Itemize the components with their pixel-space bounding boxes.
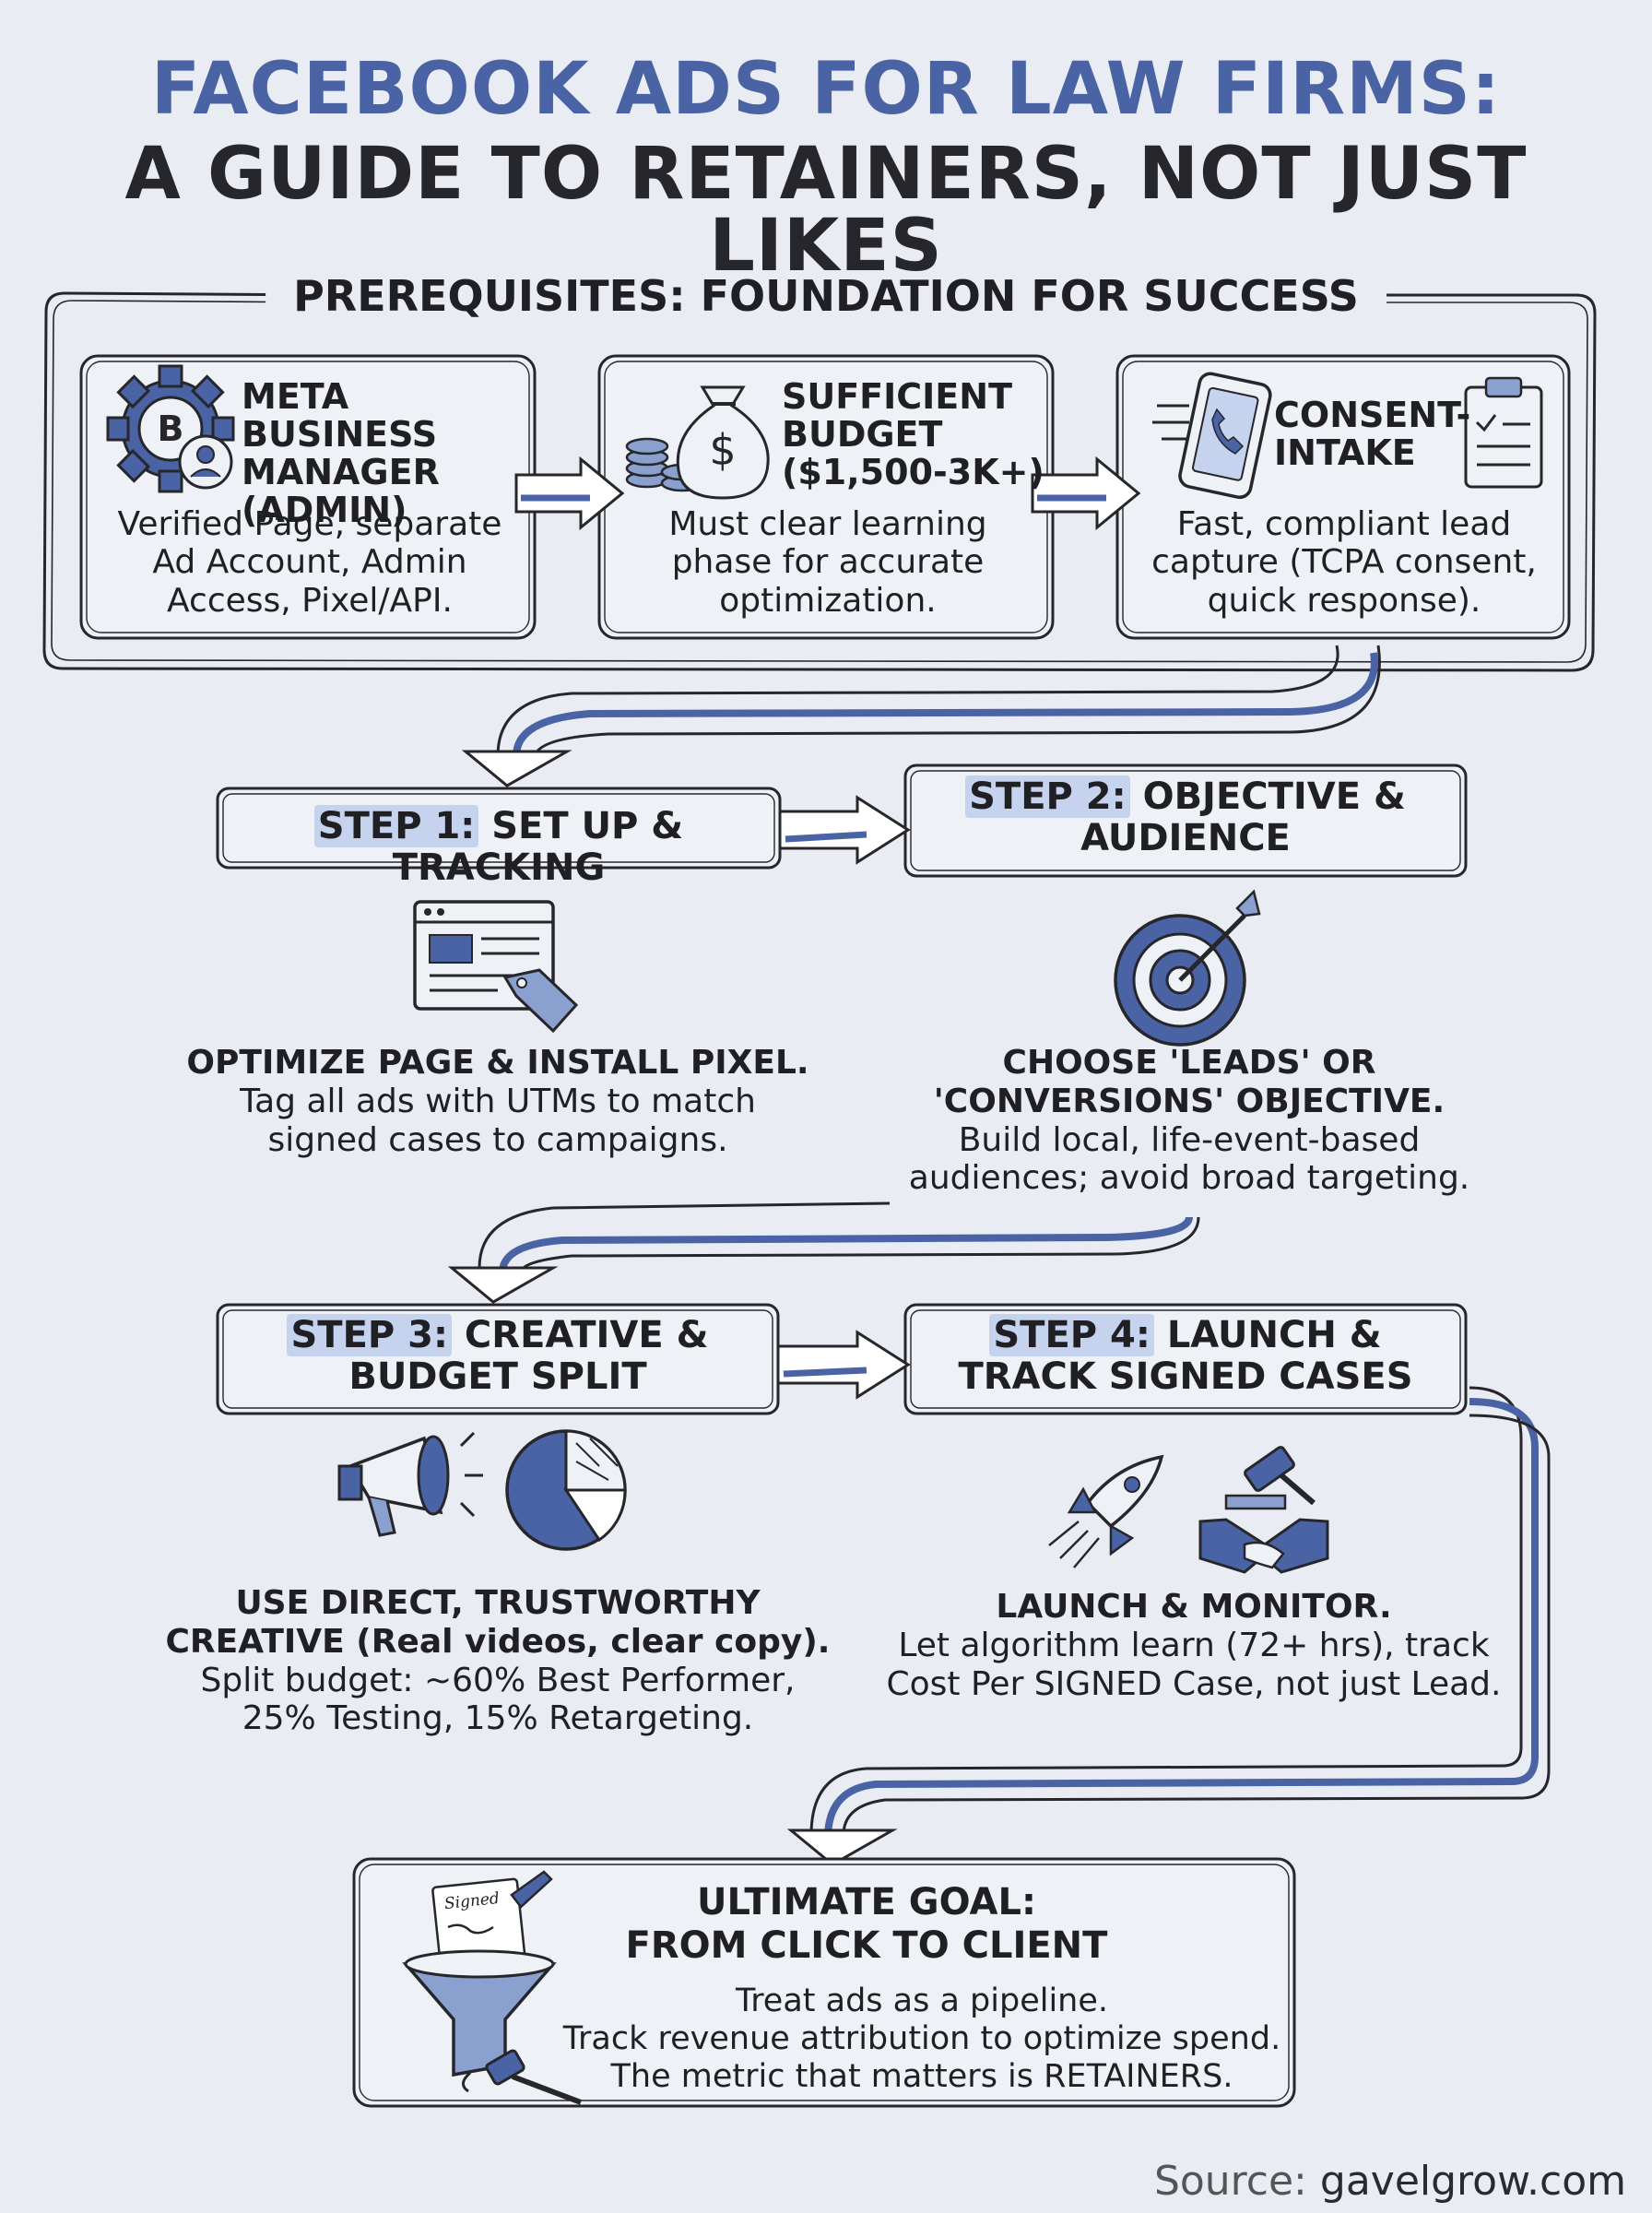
prereq-card-3-body-line: quick response). [1207,581,1481,620]
connector-prereq-to-step1 [461,645,1381,787]
step-4-desc-line: Let algorithm learn (72+ hrs), track [898,1626,1490,1664]
prereq-card-2-title-line: SUFFICIENT [782,376,1012,417]
prereq-card-3-title: CONSENT- INTAKE [1274,395,1471,474]
step-3-title-line2: BUDGET SPLIT [348,1355,647,1398]
arrow-prereq-1-2 [514,456,625,531]
step-3-caption-line: USE DIRECT, TRUSTWORTHY [235,1584,761,1622]
svg-text:B: B [158,408,184,449]
step-4-caption: LAUNCH & MONITOR. [996,1588,1392,1626]
step-3-caption-line: CREATIVE (Real videos, clear copy). [165,1622,831,1661]
phone-clipboard-icon [1152,372,1543,500]
step-1-desc-line: Tag all ads with UTMs to match [240,1082,756,1120]
step-1-description: OPTIMIZE PAGE & INSTALL PIXEL. Tag all a… [166,1044,830,1159]
prereq-card-2-body-line: phase for accurate [671,543,985,582]
rocket-gavel-icon [1048,1446,1329,1574]
step-1-label: STEP 1: [313,805,479,847]
money-bag-icon: $ [625,385,770,500]
step-2-desc-line: audiences; avoid broad targeting. [908,1159,1470,1198]
prereq-card-1-title-line: MANAGER [242,452,440,493]
page-title-line2: A GUIDE TO RETAINERS, NOT JUST LIKES [124,133,1528,288]
prereq-card-1-title: META BUSINESS MANAGER (ADMIN) [242,376,518,531]
step-3-desc-line: 25% Testing, 15% Retargeting. [242,1699,754,1738]
prerequisites-frame [42,291,1597,672]
prereq-card-1-body-line: Access, Pixel/API. [167,581,453,620]
prereq-card-3-title-line: CONSENT- [1274,395,1471,435]
prereq-card-1-title-line: META BUSINESS [242,376,438,456]
prereq-card-3-body: Fast, compliant lead capture (TCPA conse… [1125,505,1564,620]
source-credit: Source: gavelgrow.com [1154,2158,1626,2205]
step-2-title: STEP 2: OBJECTIVE & AUDIENCE [909,775,1462,859]
source-label: Source: [1153,2158,1307,2205]
prereq-card-2-body-line: optimization. [719,581,937,620]
step-1-title: STEP 1: SET UP & TRACKING [221,805,776,889]
arrow-step-1-2 [778,795,911,865]
goal-body-line: Treat ads as a pipeline. [735,1982,1109,2019]
step-3-title-text: CREATIVE & [464,1314,709,1356]
goal-box [352,1857,1296,2108]
goal-title-line: FROM CLICK TO CLIENT [625,1924,1108,1968]
step-2-label: STEP 2: [965,775,1130,818]
step-2-caption-line: CHOOSE 'LEADS' OR [1002,1044,1376,1082]
prereq-card-1-body-line: Verified Page, separate [117,505,502,543]
svg-text:$: $ [709,425,736,475]
prereq-card-3-body-line: Fast, compliant lead [1176,505,1512,543]
step-2-desc-line: Build local, life-event-based [958,1120,1421,1159]
prereq-card-2-body-line: Must clear learning [668,505,987,543]
step-1-title-text: SET UP & TRACKING [392,805,684,889]
prereq-card-2-title-line: BUDGET [782,414,943,456]
prereq-card-3-body-line: capture (TCPA consent, [1151,543,1537,582]
megaphone-pie-icon [337,1429,627,1551]
step-3-title: STEP 3: CREATIVE & BUDGET SPLIT [221,1314,774,1398]
step-3-desc-line: Split budget: ~60% Best Performer, [200,1661,796,1699]
step-4-label: STEP 4: [989,1314,1154,1356]
connector-step4-to-goal [786,1386,1551,1866]
step-4-title-line2: TRACK SIGNED CASES [958,1355,1413,1398]
webpage-tag-icon [413,900,579,1034]
goal-body-line: Track revenue attribution to optimize sp… [562,2019,1281,2057]
step-2-description: CHOOSE 'LEADS' OR 'CONVERSIONS' OBJECTIV… [857,1044,1521,1198]
arrow-prereq-2-3 [1031,456,1141,531]
gear-user-icon: B [106,364,235,493]
prereq-card-2-body: Must clear learning phase for accurate o… [608,505,1047,620]
step-2-title-line2: AUDIENCE [1080,816,1291,859]
step-4-description: LAUNCH & MONITOR. Let algorithm learn (7… [848,1588,1540,1703]
prereq-card-1-body: Verified Page, separate Ad Account, Admi… [90,505,529,620]
step-4-title: STEP 4: LAUNCH & TRACK SIGNED CASES [909,1314,1462,1398]
prereq-card-1-body-line: Ad Account, Admin [152,543,467,582]
step-1-desc-line: signed cases to campaigns. [267,1120,728,1159]
step-4-desc-line: Cost Per SIGNED Case, not just Lead. [886,1664,1502,1703]
step-3-label: STEP 3: [287,1314,452,1356]
connector-step2-to-step3 [447,1201,1200,1304]
prereq-card-3-title-line: INTAKE [1274,432,1416,474]
funnel-document-icon [402,1870,583,2105]
step-2-title-text: OBJECTIVE & [1142,775,1406,818]
goal-body: Treat ads as a pipeline. Track revenue a… [562,1982,1281,2096]
page-title-line1: FACEBOOK ADS FOR LAW FIRMS: [150,48,1502,131]
goal-title-line: ULTIMATE GOAL: [697,1881,1036,1923]
source-link[interactable]: gavelgrow.com [1319,2158,1626,2205]
prerequisites-heading: PREREQUISITES: FOUNDATION FOR SUCCESS [266,271,1386,321]
prereq-card-1-title-line: (ADMIN) [242,490,407,531]
step-4-title-text: LAUNCH & [1166,1314,1382,1356]
step-2-caption-line: 'CONVERSIONS' OBJECTIVE. [933,1082,1446,1120]
prereq-card-2-title: SUFFICIENT BUDGET ($1,500-3K+) [782,376,1049,493]
step-3-description: USE DIRECT, TRUSTWORTHY CREATIVE (Real v… [157,1584,839,1738]
step-1-caption: OPTIMIZE PAGE & INSTALL PIXEL. [186,1044,809,1082]
goal-body-line: The metric that matters is RETAINERS. [610,2057,1233,2095]
target-icon [1114,889,1261,1047]
arrow-step-3-4 [776,1330,911,1400]
prereq-card-2-title-line: ($1,500-3K+) [782,452,1044,493]
goal-title: ULTIMATE GOAL: FROM CLICK TO CLIENT [590,1881,1143,1968]
